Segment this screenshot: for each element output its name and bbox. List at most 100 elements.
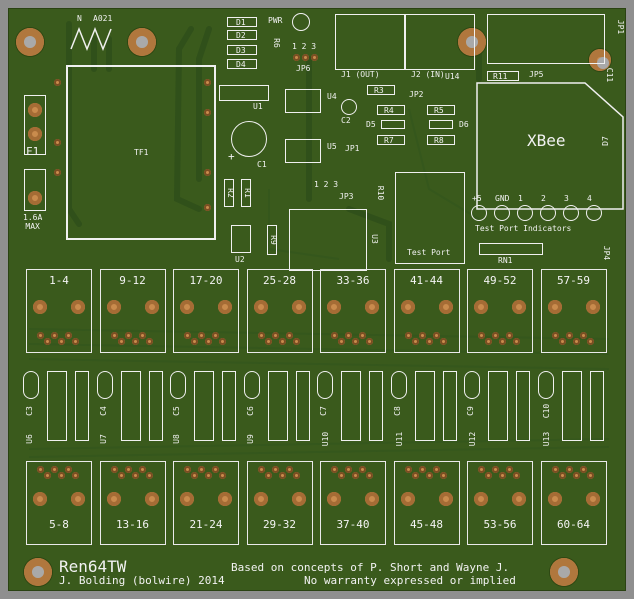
jack-pin: [145, 338, 153, 345]
jack-pin: [212, 466, 219, 473]
jack-pin: [264, 338, 272, 345]
capacitor-outline: [464, 371, 480, 399]
indicator-label: 4: [587, 194, 592, 203]
rn1-label: RN1: [498, 256, 513, 265]
rj-jack: 45-48: [393, 461, 460, 545]
jack-pin: [551, 332, 559, 339]
jack-pin: [212, 332, 219, 339]
jack-mount-pad: [106, 300, 121, 314]
jack-pin: [425, 472, 433, 479]
jack-pin: [184, 466, 191, 473]
indicator-led: [540, 205, 556, 221]
jp5-label: JP5: [529, 70, 544, 79]
rj-jack: 5-8: [26, 461, 92, 545]
jack-pin: [359, 332, 366, 339]
diode-d3: D3: [227, 45, 257, 55]
indicator-label: 3: [564, 194, 569, 203]
jack-pin: [432, 466, 440, 473]
driver-ic: [194, 371, 214, 441]
jack-mount-pad: [512, 300, 526, 314]
jack-pin: [124, 466, 132, 473]
jack-mount-pad: [585, 300, 600, 314]
u14-label: U14: [445, 72, 460, 81]
jack-pin: [219, 472, 226, 479]
jack-pin: [292, 472, 300, 479]
jack-pin: [37, 332, 44, 339]
r3-outline: R3: [367, 85, 395, 95]
driver-ic: [47, 371, 67, 441]
jack-mount-pad: [71, 492, 85, 506]
u5-label: U5: [327, 142, 337, 151]
tf-pad-3: [54, 169, 61, 176]
r6-label: R6: [271, 38, 281, 48]
indicator-label: 2: [541, 194, 546, 203]
jack-pin: [285, 466, 293, 473]
jack-label: 41-44: [409, 274, 444, 287]
tf-pad-7: [204, 204, 211, 211]
rj-jack: 1-4: [26, 269, 92, 353]
jack-pin: [191, 472, 198, 479]
jack-label: 53-56: [483, 518, 517, 531]
jack-pin: [205, 338, 212, 345]
u5-chip: [285, 139, 321, 163]
jack-pin: [404, 466, 412, 473]
indicator-label: GND: [495, 194, 510, 203]
indicator-label: 1: [518, 194, 523, 203]
jack-pin: [51, 332, 58, 339]
jack-pin: [110, 332, 118, 339]
driver-ic-2: [369, 371, 383, 441]
capacitor-outline: [96, 371, 113, 399]
driver-ic: [267, 371, 288, 441]
rj-jack: 53-56: [467, 461, 533, 545]
jp2-label: JP2: [409, 90, 424, 99]
d5-outline: [381, 120, 405, 129]
tf-pad-1: [54, 79, 61, 86]
r10-label: R10: [376, 185, 386, 201]
jack-pin: [131, 338, 139, 345]
driver-ic-2: [442, 371, 457, 441]
u4-chip: [285, 89, 321, 113]
rj-jack: 49-52: [467, 269, 533, 353]
jack-mount-pad: [144, 492, 159, 506]
jack-pin: [586, 472, 594, 479]
jack-pin: [558, 338, 566, 345]
jack-pin: [565, 332, 573, 339]
r7-outline: R7: [377, 135, 405, 145]
jack-mount-pad: [291, 492, 306, 506]
jack-pin: [117, 338, 125, 345]
u1-label: U1: [253, 102, 263, 111]
jack-mount-pad: [547, 492, 562, 506]
mounting-hole-top-right: [458, 28, 486, 56]
copper-traces: [28, 21, 610, 458]
jack-mount-pad: [547, 300, 562, 314]
circuit-board: N A021 F1 1.6A MAX TF1 D1 D2 D3 D4 PWR R…: [8, 8, 626, 591]
diode-d2: D2: [227, 30, 257, 40]
jack-pin: [219, 338, 226, 345]
jp6-pad-1: [293, 54, 300, 61]
jack-mount-pad: [474, 300, 488, 314]
jack-pin: [72, 338, 79, 345]
jack-label: 45-48: [409, 518, 444, 531]
capacitor-label: C10: [541, 403, 551, 419]
jack-pin: [278, 338, 286, 345]
jack-pin: [366, 472, 373, 479]
driver-ic-label: U13: [541, 431, 551, 447]
u2-label: U2: [235, 255, 245, 264]
xbee-outline: [476, 82, 624, 210]
jack-label: 21-24: [189, 518, 223, 531]
c1-label: C1: [257, 160, 267, 169]
capacitor-outline: [317, 371, 333, 399]
test-port-jack: [395, 172, 465, 264]
jack-pin: [184, 332, 191, 339]
u1-outline: [219, 85, 269, 101]
indicator-led: [494, 205, 510, 221]
jack-pin: [345, 332, 352, 339]
fuse-holder-2: [24, 169, 46, 211]
r11-outline: R11: [487, 71, 519, 81]
jack-pin: [492, 466, 499, 473]
jack-mount-pad: [438, 492, 453, 506]
jack-mount-pad: [474, 492, 488, 506]
jack-label: 29-32: [262, 518, 297, 531]
driver-ic-2: [295, 371, 310, 441]
